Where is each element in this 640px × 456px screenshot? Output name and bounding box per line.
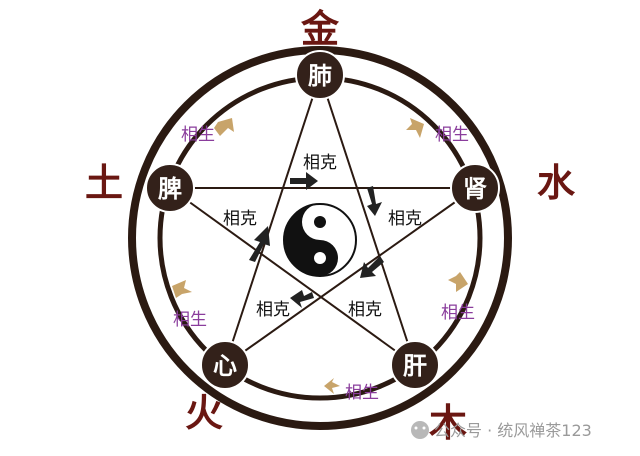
restrain-arrows — [249, 172, 384, 308]
star-line-kidney-heart — [224, 187, 476, 366]
generate-label-kidney-liver: 相生 — [441, 303, 475, 323]
organ-label-spleen: 脾 — [158, 175, 182, 203]
star-line-lung-liver — [319, 74, 416, 366]
generate-label-lung-kidney: 相生 — [435, 125, 469, 145]
organ-label-liver: 肝 — [403, 352, 427, 380]
wechat-icon — [411, 421, 429, 439]
generate-label-liver-heart: 相生 — [345, 383, 379, 403]
organ-node-liver — [390, 340, 440, 390]
watermark-text: 公众号 · 统风禅茶123 — [434, 421, 592, 440]
organ-nodes — [145, 50, 500, 390]
generate-arrow-lung-kidney — [406, 118, 424, 138]
organ-label-lung: 肺 — [308, 62, 332, 90]
organ-label-heart: 心 — [213, 352, 237, 380]
generate-arrow-kidney-liver — [448, 272, 468, 292]
star-line-heart-lung — [224, 74, 321, 366]
restrain-label-top: 相克 — [303, 153, 337, 173]
element-label-metal: 金 — [300, 6, 340, 51]
organ-label-kidney: 肾 — [463, 175, 487, 203]
star-line-liver-spleen — [169, 187, 416, 366]
restrain-arrow-left — [249, 226, 270, 262]
restrain-arrow-bottom — [290, 290, 314, 308]
generate-arrow-liver-heart — [324, 378, 340, 394]
restrain-arrow-top — [290, 172, 318, 190]
organ-node-spleen — [145, 163, 195, 213]
organ-node-kidney — [450, 163, 500, 213]
organ-node-heart — [200, 340, 250, 390]
organ-node-lung — [295, 50, 345, 100]
restrain-arrow-right — [367, 186, 382, 216]
element-label-earth: 土 — [85, 160, 123, 205]
restrain-star — [169, 74, 476, 366]
generate-arrows — [172, 118, 468, 394]
generate-arrow-spleen-lung — [214, 118, 234, 136]
restrain-label-lower-right: 相克 — [348, 300, 382, 320]
restrain-arrow-lower-right — [360, 256, 384, 278]
generate-label-spleen-lung: 相生 — [181, 125, 215, 145]
element-label-fire: 火 — [185, 390, 223, 435]
generate-label-heart-spleen: 相生 — [173, 310, 207, 330]
restrain-label-right: 相克 — [388, 209, 422, 229]
element-label-wood: 木 — [429, 400, 467, 445]
watermark: 公众号 · 统风禅茶123 — [411, 421, 592, 440]
restrain-label-left: 相克 — [223, 209, 257, 229]
restrain-label-lower-left: 相克 — [256, 300, 290, 320]
generate-arrow-heart-spleen — [172, 280, 192, 298]
element-label-water: 水 — [537, 160, 576, 205]
yin-yang-icon — [283, 203, 357, 277]
